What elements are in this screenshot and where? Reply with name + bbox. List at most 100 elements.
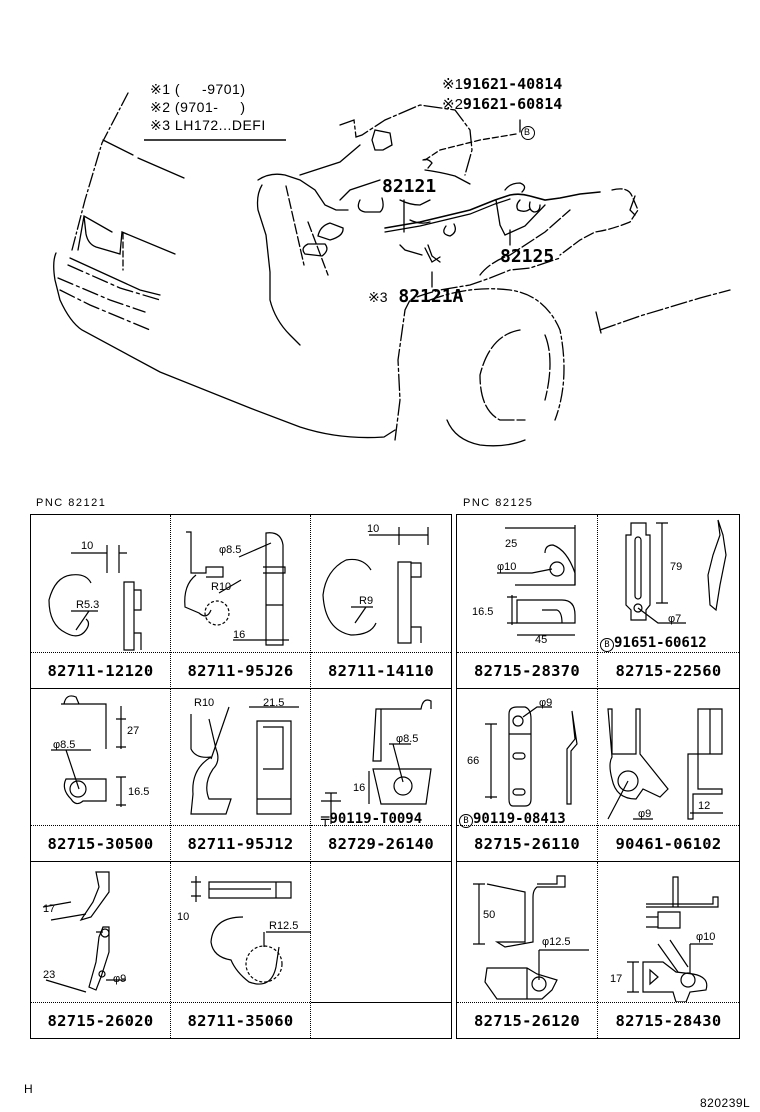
windshield-line bbox=[71, 92, 129, 251]
part-number[interactable]: 82715-30500 bbox=[31, 825, 170, 861]
dimension-label: R5.3 bbox=[76, 599, 99, 611]
dimension-label: φ9 bbox=[539, 697, 552, 709]
callout-bolt-1[interactable]: ※191621-40814 bbox=[442, 75, 563, 93]
bracket-icon: 50 φ12.5 bbox=[473, 875, 589, 1000]
sub-part-bolt[interactable]: ╤90119-T0094 bbox=[321, 811, 423, 827]
part-number[interactable]: 82711-35060 bbox=[171, 1002, 310, 1038]
part-number[interactable]: 82711-12120 bbox=[31, 652, 170, 688]
dimension-label: φ7 bbox=[668, 613, 681, 625]
front-bumper bbox=[53, 252, 396, 439]
part-cell[interactable]: 27 φ8.5 16.5 82715-30500 bbox=[31, 689, 171, 862]
bracket-icon: 79 φ7 bbox=[625, 519, 727, 625]
callout-bolt-2[interactable]: ※291621-60814 bbox=[442, 95, 563, 113]
note-row: ※2 (9701- ) bbox=[150, 99, 246, 115]
part-cell-empty bbox=[311, 862, 451, 1038]
part-number[interactable]: 82715-26120 bbox=[457, 1002, 597, 1038]
b-symbol: B bbox=[524, 127, 531, 137]
dimension-label: φ9 bbox=[113, 973, 126, 985]
front-fender bbox=[394, 257, 561, 441]
part-cell[interactable]: 17 23 φ9 82715-26020 bbox=[31, 862, 171, 1038]
b-circle-icon: B bbox=[459, 814, 473, 828]
dimension-label: 23 bbox=[43, 969, 55, 981]
dimension-label: 21.5 bbox=[263, 697, 284, 709]
dimension-label: 16.5 bbox=[472, 606, 493, 618]
part-cell[interactable]: 10 R5.3 82711-12120 bbox=[31, 515, 171, 689]
callout-82121a[interactable]: ※3 82121A bbox=[368, 286, 464, 307]
part-cell[interactable]: φ8.5 R10 16 82711-95J26 bbox=[171, 515, 311, 689]
part-number[interactable]: 82715-22560 bbox=[598, 652, 739, 688]
engine-outline bbox=[339, 104, 473, 176]
pnc-label-82125: PNC 82125 bbox=[463, 497, 534, 509]
wire-harness bbox=[384, 191, 601, 229]
part-cell[interactable]: 50 φ12.5 82715-26120 bbox=[457, 862, 598, 1038]
wire-clamp-icon: 10 R5.3 bbox=[48, 540, 142, 651]
note-row: ※1 ( -9701) bbox=[150, 81, 246, 97]
footer-illustration-id: 820239L bbox=[700, 1096, 751, 1110]
part-cell[interactable]: φ9 12 90461-06102 bbox=[598, 689, 739, 862]
callout-82125[interactable]: 82125 bbox=[500, 246, 555, 267]
dimension-label: 66 bbox=[467, 755, 479, 767]
dimension-label: 25 bbox=[505, 538, 517, 550]
part-number bbox=[311, 1002, 451, 1038]
part-number[interactable]: 82729-26140 bbox=[311, 825, 451, 861]
bracket-icon: 25 φ10 16.5 45 bbox=[472, 525, 576, 646]
bracket-icon: 17 23 φ9 bbox=[42, 871, 126, 993]
dimension-label: φ12.5 bbox=[542, 936, 571, 948]
part-cell[interactable]: 10 R9 82711-14110 bbox=[311, 515, 451, 689]
part-cell[interactable]: φ8.5 16 ╤90119-T0094 82729-26140 bbox=[311, 689, 451, 862]
part-number[interactable]: 90461-06102 bbox=[598, 825, 739, 861]
dimension-label: φ8.5 bbox=[53, 739, 75, 751]
bracket-icon: φ10 17 bbox=[610, 876, 719, 1002]
dimension-label: 50 bbox=[483, 909, 495, 921]
footer-page-code: H bbox=[24, 1082, 34, 1096]
wheel-arch bbox=[429, 288, 565, 421]
part-number[interactable]: 82715-28430 bbox=[598, 1002, 739, 1038]
dimension-label: 10 bbox=[367, 523, 379, 535]
b-symbol-circle bbox=[521, 126, 535, 140]
bolt-icon: ╤ bbox=[321, 811, 330, 827]
dimension-label: φ8.5 bbox=[219, 544, 241, 556]
part-cell[interactable]: R10 21.5 82711-95J12 bbox=[171, 689, 311, 862]
parts-grid-82121 bbox=[30, 514, 452, 1039]
front-wheel bbox=[479, 329, 551, 421]
dimension-label: φ9 bbox=[638, 808, 651, 820]
bracket-icon: 27 φ8.5 16.5 bbox=[51, 695, 149, 807]
dimension-label: R10 bbox=[194, 697, 214, 709]
b-circle-icon: B bbox=[600, 638, 614, 652]
part-cell[interactable]: 25 φ10 16.5 45 82715-28370 bbox=[457, 515, 598, 689]
applicability-notes: ※1 ( -9701) ※2 (9701- ) ※3 LH172...DEFI bbox=[150, 80, 290, 134]
dimension-label: 16 bbox=[233, 629, 245, 641]
dimension-label: 45 bbox=[535, 634, 547, 646]
part-number[interactable]: 82715-28370 bbox=[457, 652, 597, 688]
dimension-label: 12 bbox=[698, 800, 710, 812]
parts-grid-82125 bbox=[456, 514, 740, 1039]
dimension-label: 17 bbox=[43, 903, 55, 915]
dimension-label: φ10 bbox=[696, 931, 715, 943]
dimension-label: φ8.5 bbox=[396, 733, 418, 745]
part-cell[interactable]: φ10 17 82715-28430 bbox=[598, 862, 739, 1038]
wire-clamp-icon: 10 R9 bbox=[322, 523, 429, 644]
part-number[interactable]: 82711-14110 bbox=[311, 652, 451, 688]
dimension-label: R10 bbox=[211, 581, 231, 593]
clamp-icon: φ9 12 bbox=[607, 708, 723, 820]
pnc-label-82121: PNC 82121 bbox=[36, 497, 107, 509]
wire-clamp-icon: 10 R12.5 bbox=[177, 876, 311, 985]
callout-82121[interactable]: 82121 bbox=[382, 176, 437, 197]
part-number[interactable]: 82711-95J26 bbox=[171, 652, 310, 688]
part-number[interactable]: 82715-26110 bbox=[457, 825, 597, 861]
part-number[interactable]: 82715-26020 bbox=[31, 1002, 170, 1038]
part-cell[interactable]: 10 R12.5 82711-35060 bbox=[171, 862, 311, 1038]
bracket-icon: 66 φ9 bbox=[467, 697, 578, 807]
part-number[interactable]: 82711-95J12 bbox=[171, 825, 310, 861]
dimension-label: 17 bbox=[610, 973, 622, 985]
dimension-label: φ10 bbox=[497, 561, 516, 573]
dimension-label: R12.5 bbox=[269, 920, 298, 932]
vehicle-illustration bbox=[53, 92, 731, 447]
hood-line bbox=[102, 139, 185, 179]
dimension-label: 16.5 bbox=[128, 786, 149, 798]
headlight-outline bbox=[77, 214, 176, 255]
